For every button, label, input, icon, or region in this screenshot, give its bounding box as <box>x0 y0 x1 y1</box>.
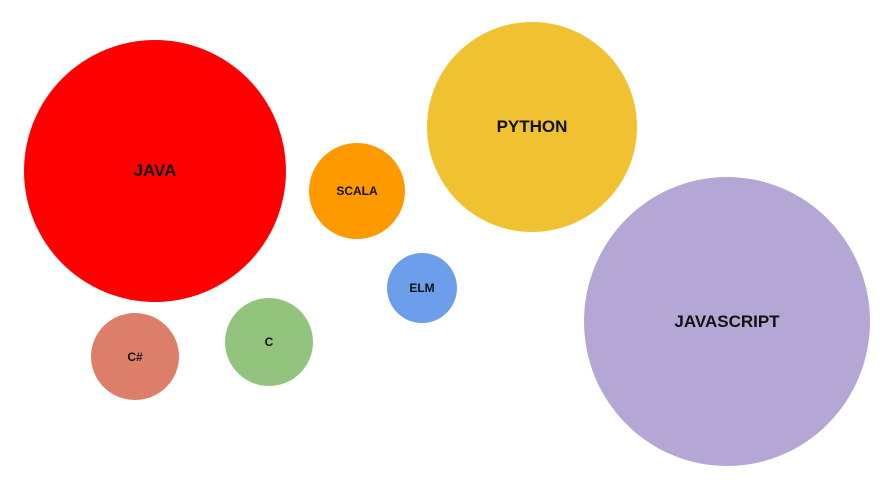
bubble-label-csharp: C# <box>127 349 143 364</box>
bubble-label-javascript: JAVASCRIPT <box>674 311 780 331</box>
bubble-java: JAVA <box>24 40 286 302</box>
bubble-javascript: JAVASCRIPT <box>584 177 870 466</box>
bubble-csharp: C# <box>91 313 179 400</box>
bubble-label-c: C <box>264 335 274 349</box>
bubble-python: PYTHON <box>427 22 637 232</box>
bubble-label-python: PYTHON <box>496 117 568 136</box>
bubble-scala: SCALA <box>309 143 405 239</box>
bubble-label-elm: ELM <box>409 281 435 295</box>
bubble-label-java: JAVA <box>133 161 177 180</box>
bubble-c: C <box>225 298 313 386</box>
bubble-elm: ELM <box>387 253 457 323</box>
bubble-label-scala: SCALA <box>336 184 378 198</box>
